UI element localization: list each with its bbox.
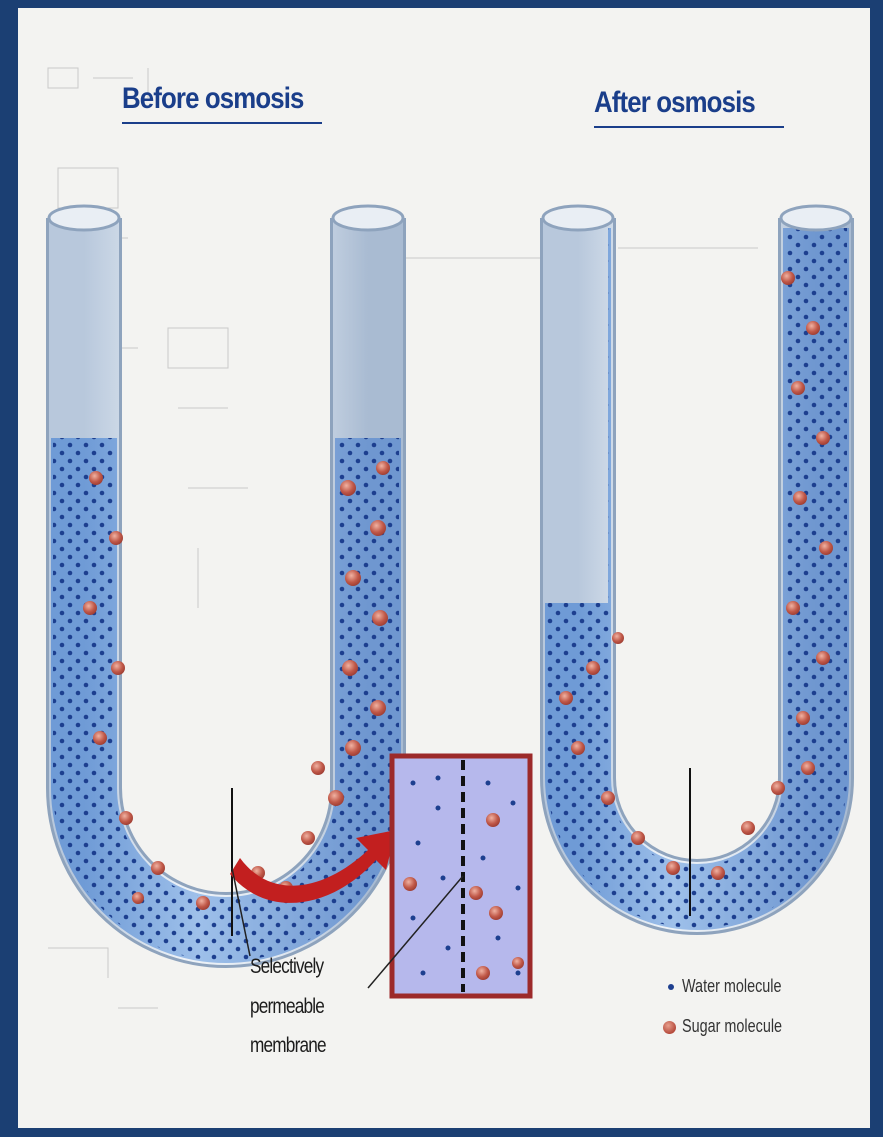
- u-tube-before: [49, 206, 403, 936]
- before-title: Before osmosis: [122, 82, 304, 116]
- after-title-underline: [594, 126, 784, 128]
- legend-water-label: Water molecule: [682, 976, 782, 997]
- before-title-underline: [122, 122, 322, 124]
- legend-sugar-label: Sugar molecule: [682, 1016, 782, 1037]
- u-tube-after: [543, 206, 851, 916]
- water-molecule-icon: [668, 984, 674, 990]
- sugar-molecule-icon: [663, 1021, 676, 1034]
- membrane-label-line3: membrane: [250, 1034, 326, 1058]
- membrane-label-line1: Selectively: [250, 955, 323, 979]
- after-title: After osmosis: [594, 86, 755, 120]
- diagram-panel: Before osmosis After osmosis Selectively…: [18, 8, 870, 1128]
- membrane-label-line2: permeable: [250, 995, 324, 1019]
- osmosis-diagram-svg: [18, 8, 870, 1128]
- zoom-box: [368, 756, 530, 996]
